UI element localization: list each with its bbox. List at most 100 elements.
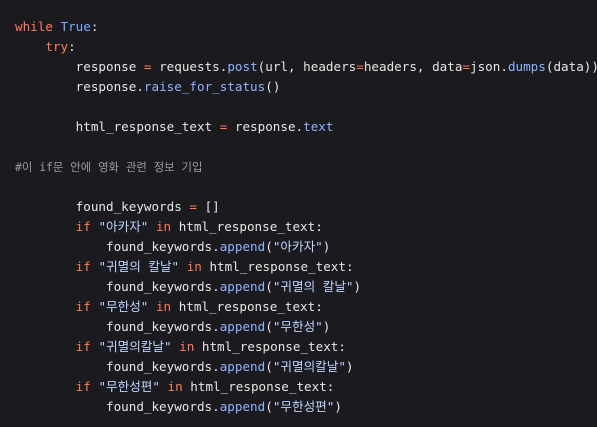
code-token	[15, 219, 76, 234]
code-token: append	[219, 359, 266, 374]
code-token: if	[75, 299, 91, 314]
code-line: found_keywords = []	[15, 197, 597, 217]
code-line: if "귀멸의칼날" in html_response_text:	[15, 337, 597, 357]
code-token: (data))	[545, 59, 597, 74]
code-token: :	[68, 39, 76, 54]
code-token: in	[167, 379, 183, 394]
code-line: html_response_text = response.text	[15, 117, 597, 137]
code-token: (	[265, 279, 273, 294]
code-token: append	[219, 239, 266, 254]
code-token: dumps	[507, 59, 546, 74]
code-line: found_keywords.append("귀멸의 칼날")	[15, 277, 597, 297]
code-token: )	[334, 399, 342, 414]
code-token	[172, 339, 180, 354]
code-line: if "아카자" in html_response_text:	[15, 217, 597, 237]
code-line: response = requests.post(url, headers=he…	[15, 57, 597, 77]
code-token: json.	[470, 59, 508, 74]
code-token: requests.	[151, 59, 228, 74]
code-token: found_keywords.	[15, 319, 220, 334]
code-token: headers, data	[363, 59, 463, 74]
code-token: found_keywords.	[15, 399, 220, 414]
code-token: "무한성편"	[98, 379, 160, 394]
code-token: raise_for_status	[143, 79, 266, 94]
code-line: if "귀멸의 칼날" in html_response_text:	[15, 257, 597, 277]
code-token: =	[143, 59, 152, 74]
code-token: )	[345, 359, 354, 374]
code-token: #이 if문 안에 영화 관련 정보 기입	[15, 160, 203, 174]
code-token	[148, 299, 156, 314]
code-line: found_keywords.append("무한성편")	[15, 397, 597, 417]
code-token: (	[265, 319, 273, 334]
code-token: "귀멸의 칼날"	[98, 259, 180, 274]
code-token: "무한성"	[98, 299, 149, 314]
code-token: found_keywords.	[15, 239, 220, 254]
code-token: html_response_text:	[194, 339, 346, 354]
code-token	[179, 259, 187, 274]
code-token	[15, 339, 76, 354]
code-line: try:	[15, 37, 597, 57]
code-token: "무한성편"	[272, 399, 335, 414]
code-token: html_response_text:	[171, 219, 323, 234]
code-token: response.	[15, 79, 144, 94]
code-token: if	[75, 259, 91, 274]
code-token: )	[322, 239, 331, 254]
code-line: while True:	[15, 17, 597, 37]
code-token: (url, headers	[257, 59, 357, 74]
code-line: if "무한성" in html_response_text:	[15, 297, 597, 317]
code-line: found_keywords.append("무한성")	[15, 317, 597, 337]
code-token: "무한성"	[272, 319, 323, 334]
code-token: in	[155, 299, 172, 314]
code-token: =	[219, 119, 228, 134]
code-token: "귀멸의칼날"	[98, 339, 172, 354]
code-token	[148, 219, 156, 234]
code-token: ()	[265, 79, 281, 94]
code-token: []	[196, 199, 220, 214]
code-line	[15, 97, 597, 117]
code-token: html_response_text:	[201, 259, 354, 274]
code-token: =	[462, 59, 471, 74]
code-token: found_keywords.	[15, 359, 220, 374]
code-token	[15, 299, 76, 314]
code-line: found_keywords.append("아카자")	[15, 237, 597, 257]
code-token: "아카자"	[98, 219, 149, 234]
code-token: append	[219, 319, 266, 334]
code-token: "귀멸의 칼날"	[272, 279, 354, 294]
code-token: :	[90, 19, 99, 34]
code-token: in	[155, 219, 172, 234]
code-token: text	[303, 119, 334, 134]
code-token: html_response_text:	[182, 379, 335, 394]
code-token: )	[322, 319, 331, 334]
code-token	[160, 379, 168, 394]
code-token: html_response_text	[15, 119, 220, 134]
code-token: True	[60, 19, 91, 34]
code-token: "아카자"	[272, 239, 323, 254]
code-token	[15, 379, 76, 394]
code-token: append	[219, 279, 266, 294]
code-token: found_keywords.	[15, 279, 220, 294]
code-token: "귀멸의칼날"	[272, 359, 346, 374]
code-token: (	[265, 359, 273, 374]
code-line: found_keywords.append("귀멸의칼날")	[15, 357, 597, 377]
code-line: if "무한성편" in html_response_text:	[15, 377, 597, 397]
code-token: append	[219, 399, 266, 414]
code-token: in	[186, 259, 202, 274]
code-token: response	[15, 59, 144, 74]
code-token	[15, 259, 76, 274]
code-token: html_response_text:	[171, 299, 323, 314]
code-token: in	[179, 339, 195, 354]
code-token: =	[189, 199, 197, 214]
code-token: (	[265, 399, 273, 414]
code-token	[53, 19, 61, 34]
code-token: while	[15, 19, 53, 34]
code-token: =	[356, 59, 364, 74]
code-token: )	[353, 279, 362, 294]
code-line	[15, 137, 597, 157]
code-token	[15, 39, 45, 54]
code-token: found_keywords	[15, 199, 190, 214]
code-line: response.raise_for_status()	[15, 77, 597, 97]
code-token: if	[75, 219, 91, 234]
code-line	[15, 177, 597, 197]
code-token: if	[75, 339, 91, 354]
code-token: post	[227, 59, 258, 74]
